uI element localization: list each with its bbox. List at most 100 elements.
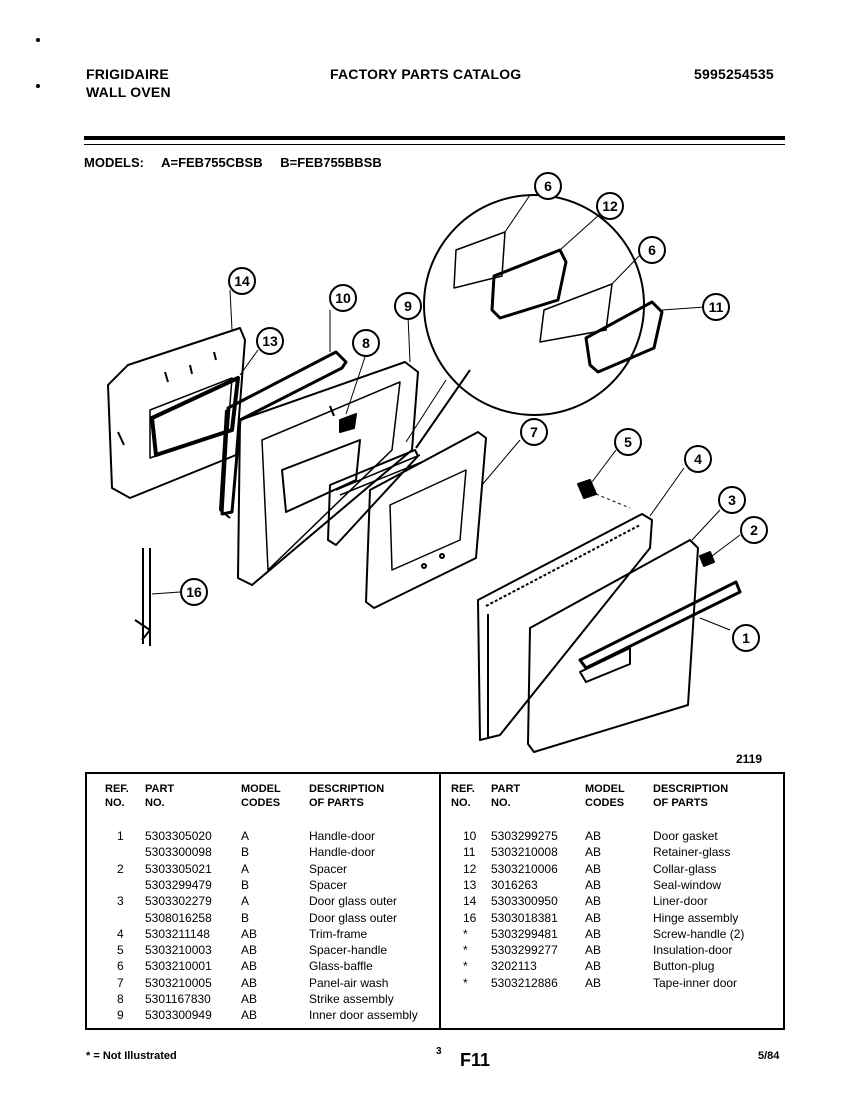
brand-line-1: FRIGIDAIRE (86, 66, 169, 82)
left-table-cell-ref: 4 (117, 926, 124, 941)
left-table-cell-model: AB (241, 1008, 258, 1023)
left-table-cell-ref: 7 (117, 975, 124, 990)
part-hinge-assembly (134, 548, 151, 646)
callout-circle-3 (718, 486, 746, 514)
not-illustrated-note: * = Not Illustrated (86, 1050, 177, 1062)
header-model-left: MODEL CODES (241, 783, 281, 809)
callout-circle-7 (520, 418, 548, 446)
left-table-cell-ref: 5 (117, 943, 124, 958)
right-table-cell-part: 5303210006 (491, 861, 558, 876)
callout-circle-9 (394, 292, 422, 320)
right-table-cell-part: 5303300950 (491, 894, 558, 909)
callout-circle-13 (256, 327, 284, 355)
right-table-cell-desc: Door gasket (653, 829, 718, 843)
left-table-cell-part: 5303300098 (145, 845, 212, 860)
header-model-right: MODEL CODES (585, 783, 625, 809)
left-table-cell-desc: Panel-air wash (309, 975, 389, 990)
models-line: MODELS: A=FEB755CBSB B=FEB755BBSB (84, 155, 396, 170)
left-table-cell-part: 5303211148 (145, 926, 210, 941)
callout-circle-12 (596, 192, 624, 220)
right-table-cell-model: AB (585, 975, 602, 990)
callout-circle-10 (329, 284, 357, 312)
left-table-cell-model: A (241, 861, 250, 876)
part-panel-air-wash (365, 431, 487, 609)
left-table-cell-model: AB (241, 992, 258, 1006)
left-table-cell-part: 5303299479 (145, 877, 212, 892)
header-rule-thick (84, 136, 785, 140)
part-strike-assembly (339, 413, 357, 433)
leader-lines (151, 194, 741, 631)
right-table-cell-ref: 12 (463, 861, 477, 876)
right-table-cell-ref: * (463, 926, 468, 941)
left-table-cell-model: B (241, 910, 250, 925)
callout-circle-16 (180, 578, 208, 606)
right-table-cell-ref: * (463, 943, 468, 958)
part-inner-door-assembly (237, 361, 419, 586)
scan-mark-2 (36, 84, 40, 88)
right-table-cell-desc: Hinge assembly (653, 910, 739, 925)
left-table-cell-desc: Handle-door (309, 829, 376, 843)
right-table-cell-desc: Seal-window (653, 877, 722, 892)
part-spacer (699, 551, 715, 567)
right-table-cell-desc: Collar-glass (653, 861, 717, 876)
left-table-cell-part: 5303210005 (145, 975, 212, 990)
left-table-cell-desc: Trim-frame (309, 926, 368, 941)
scan-mark-1 (36, 38, 40, 42)
right-table-cell-desc: Insulation-door (653, 943, 733, 958)
right-table-cell-model: AB (585, 861, 602, 876)
detail-inset (405, 194, 664, 449)
left-table-cell-model: A (241, 894, 250, 909)
callout-circle-4 (684, 445, 712, 473)
parts-table: REF. NO. PART NO. MODEL CODES DESCRIPTIO… (85, 772, 785, 1030)
left-table-cell-desc: Door glass outer (309, 910, 398, 925)
left-table-cell-desc: Strike assembly (309, 992, 394, 1006)
left-table-cell-ref: 2 (117, 861, 124, 876)
callout-label-1: 1 (742, 630, 750, 646)
right-table-cell-model: AB (585, 829, 602, 843)
table-column-divider (439, 774, 441, 1028)
left-table-cell-ref: 9 (117, 1008, 124, 1023)
left-table-cell-model: AB (241, 975, 258, 990)
left-table-cell-part: 5308016258 (145, 910, 212, 925)
left-table-cell-part: 5303210001 (145, 959, 212, 974)
models-label: MODELS: (84, 155, 144, 170)
callout-circle-2 (740, 516, 768, 544)
left-table-cell-part: 5303302279 (145, 894, 212, 909)
right-table-cell-part: 5303018381 (491, 910, 558, 925)
callout-label-10: 10 (335, 290, 351, 306)
left-table-row: 7 5303210005 AB Panel-air wash (87, 975, 783, 991)
header-desc-right: DESCRIPTION OF PARTS (653, 783, 729, 809)
page-title: FACTORY PARTS CATALOG (330, 66, 522, 82)
left-table-cell-model: AB (241, 926, 258, 941)
callout-label-6: 6 (544, 178, 552, 194)
left-table-cell-desc: Spacer-handle (309, 943, 388, 958)
left-table-row: 5308016258 B Door glass outer (87, 910, 783, 926)
right-table-cell-model: AB (585, 910, 602, 925)
right-table-cell-model: AB (585, 845, 602, 860)
right-table-cell-desc: Button-plug (653, 959, 715, 974)
right-table-row: 12 5303210006 AB Collar-glass (87, 861, 783, 877)
part-door-glass-outer (527, 539, 699, 753)
right-table-cell-part: 5303299275 (491, 829, 558, 843)
left-table-cell-desc: Inner door assembly (309, 1008, 418, 1023)
header-rule-thin (84, 144, 785, 145)
left-table-cell-ref: 8 (117, 992, 124, 1006)
left-table-cell-desc: Glass-baffle (309, 959, 373, 974)
figure-number: 2119 (736, 752, 762, 766)
right-table-cell-model: AB (585, 943, 602, 958)
right-table-cell-ref: 13 (463, 877, 477, 892)
callout-label-12: 12 (602, 198, 618, 214)
